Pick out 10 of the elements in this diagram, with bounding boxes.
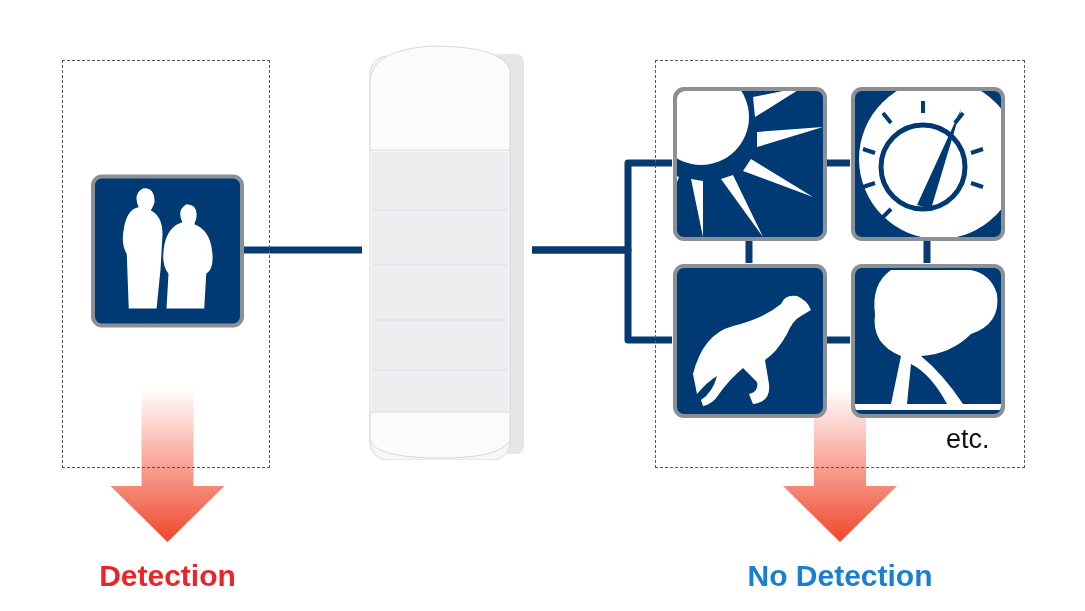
people-silhouette-icon xyxy=(91,174,244,328)
running-dog-icon xyxy=(673,264,827,418)
detection-text: Detection xyxy=(60,558,275,598)
tree-icon xyxy=(851,264,1005,418)
dashed-frame xyxy=(655,60,1025,468)
note-text: etc. xyxy=(946,424,990,455)
no-detection-text: No Detection xyxy=(715,558,965,598)
gauge-icon xyxy=(851,87,1005,241)
dashed-frame xyxy=(62,60,270,468)
sun-icon xyxy=(673,87,827,241)
